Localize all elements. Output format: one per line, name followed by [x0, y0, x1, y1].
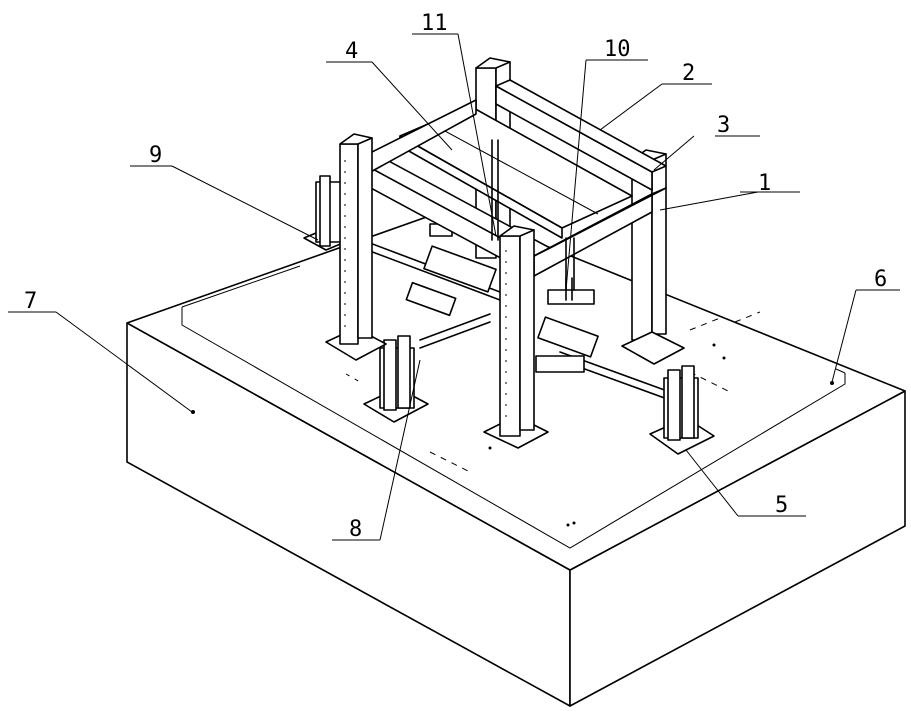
- label-10: 10: [604, 37, 631, 62]
- label-2: 2: [682, 61, 695, 86]
- label-4: 4: [345, 39, 358, 64]
- label-5: 5: [775, 493, 788, 518]
- label-3: 3: [717, 113, 730, 138]
- label-11: 11: [421, 11, 448, 36]
- label-8: 8: [349, 517, 362, 542]
- label-6: 6: [874, 267, 887, 292]
- label-9: 9: [149, 143, 162, 168]
- label-7: 7: [24, 289, 37, 314]
- label-1: 1: [758, 171, 771, 196]
